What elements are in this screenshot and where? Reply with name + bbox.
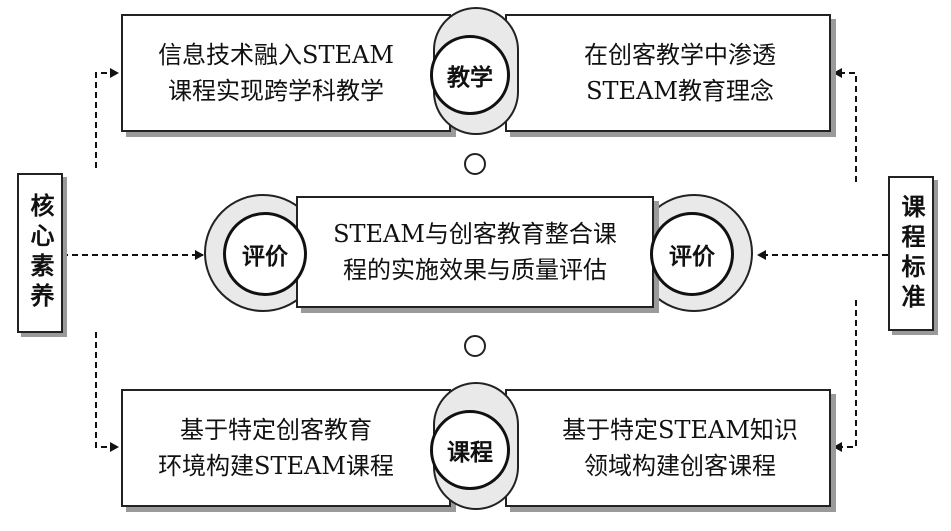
curriculum-right-box: 基于特定STEAM知识 领域构建创客课程 bbox=[505, 389, 831, 507]
right-bracket-line-bottom bbox=[833, 300, 857, 452]
curriculum-left-text: 基于特定创客教育 环境构建STEAM课程 bbox=[158, 416, 394, 480]
teaching-left-text: 信息技术融入STEAM 课程实现跨学科教学 bbox=[158, 41, 394, 105]
teaching-right-box: 在创客教学中渗透 STEAM教育理念 bbox=[505, 14, 831, 132]
evaluation-center-text: STEAM与创客教育整合课 程的实施效果与质量评估 bbox=[333, 220, 617, 284]
core-literacy-text: 核心素养 bbox=[26, 193, 54, 313]
curriculum-circle: 课程 bbox=[430, 410, 510, 490]
right-bracket-line bbox=[833, 68, 857, 182]
connector-dot-bottom bbox=[464, 335, 486, 357]
teaching-left-box: 信息技术融入STEAM 课程实现跨学科教学 bbox=[121, 14, 451, 132]
evaluation-center-box: STEAM与创客教育整合课 程的实施效果与质量评估 bbox=[296, 196, 654, 308]
curriculum-circle-text: 课程 bbox=[447, 440, 493, 466]
evaluation-right-circle: 评价 bbox=[650, 212, 734, 296]
teaching-right-text: 在创客教学中渗透 STEAM教育理念 bbox=[584, 41, 776, 105]
curriculum-left-box: 基于特定创客教育 环境构建STEAM课程 bbox=[121, 389, 451, 507]
connector-dot-top bbox=[464, 153, 486, 175]
curriculum-right-text: 基于特定STEAM知识 领域构建创客课程 bbox=[562, 416, 798, 480]
left-bracket-line-bottom bbox=[95, 332, 119, 452]
evaluation-left-text: 评价 bbox=[242, 244, 288, 270]
core-literacy-label: 核心素养 bbox=[17, 173, 63, 333]
left-bracket-line bbox=[95, 68, 119, 168]
teaching-circle-text: 教学 bbox=[447, 65, 493, 91]
curriculum-standard-label: 课程标准 bbox=[888, 176, 934, 331]
teaching-circle: 教学 bbox=[430, 35, 510, 115]
evaluation-right-text: 评价 bbox=[669, 244, 715, 270]
curriculum-standard-text: 课程标准 bbox=[897, 193, 925, 314]
evaluation-left-circle: 评价 bbox=[223, 212, 307, 296]
